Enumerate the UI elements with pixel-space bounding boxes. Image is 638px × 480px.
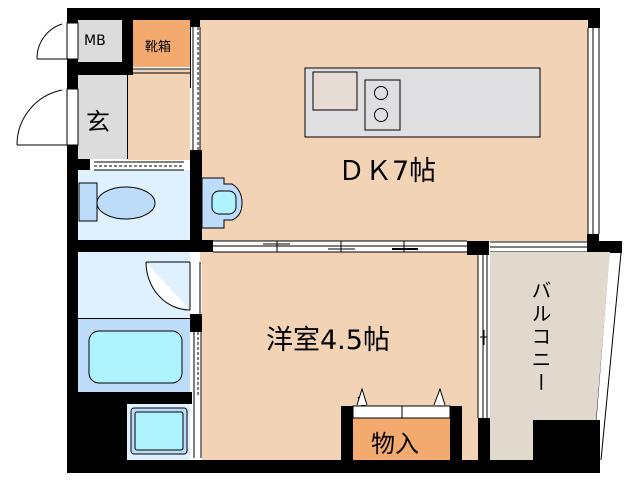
entrance-hall — [128, 70, 190, 160]
washroom — [78, 252, 190, 318]
wall-bottom — [67, 460, 600, 473]
entrance-floor — [78, 75, 128, 159]
entrance-door-icon — [16, 88, 79, 146]
dk-label: ＤＫ7帖 — [338, 156, 437, 187]
wall-bath-right — [190, 314, 202, 332]
balcony-top-rail — [490, 241, 587, 253]
wall-washer-left — [67, 392, 127, 462]
washer-pan-icon — [130, 407, 188, 455]
wall-mb-bottom — [67, 62, 133, 75]
balcony-corner-block — [533, 420, 600, 473]
stove-icon — [364, 79, 401, 131]
wall-top — [67, 8, 600, 20]
western-room-label: 洋室4.5帖 — [266, 325, 390, 356]
sink-icon — [312, 71, 358, 111]
wall-entrance-bottom — [67, 159, 90, 170]
shoe-box-label: 靴箱 — [145, 40, 172, 55]
wall-balcony-left — [478, 418, 490, 462]
washbasin-icon — [201, 177, 243, 229]
entrance-label: 玄 — [86, 108, 110, 136]
wall-toilet-right — [190, 150, 202, 252]
bath-sliding-door — [192, 332, 202, 460]
storage-closet — [352, 418, 450, 460]
shoe-box — [133, 20, 190, 67]
bathtub-icon — [88, 330, 183, 384]
balcony-label: バルコニー — [528, 280, 552, 395]
wall-corner-right — [588, 8, 600, 28]
wall-balcony-top-right — [587, 241, 622, 253]
western-window — [477, 255, 490, 418]
mb-closet — [78, 20, 122, 62]
mb-label: MB — [84, 33, 106, 49]
storage-wall-right — [450, 406, 462, 462]
toilet-icon — [78, 182, 156, 222]
storage-doors — [352, 387, 451, 419]
balcony-slanted-rail — [490, 252, 622, 461]
kitchen-counter — [304, 67, 541, 138]
storage-label: 物入 — [371, 430, 419, 458]
entrance-sliding-door — [191, 27, 201, 150]
mb-door-icon — [36, 22, 79, 60]
wall-mid-horizontal — [67, 240, 213, 252]
toilet-sliding-door — [94, 160, 184, 171]
dk-western-sliding-door — [213, 240, 467, 253]
wall-mid-right-block — [467, 241, 489, 255]
wall-mb-right — [122, 20, 133, 72]
washroom-door-icon — [145, 261, 202, 314]
dk-window — [587, 28, 600, 234]
storage-wall-left — [341, 406, 353, 462]
